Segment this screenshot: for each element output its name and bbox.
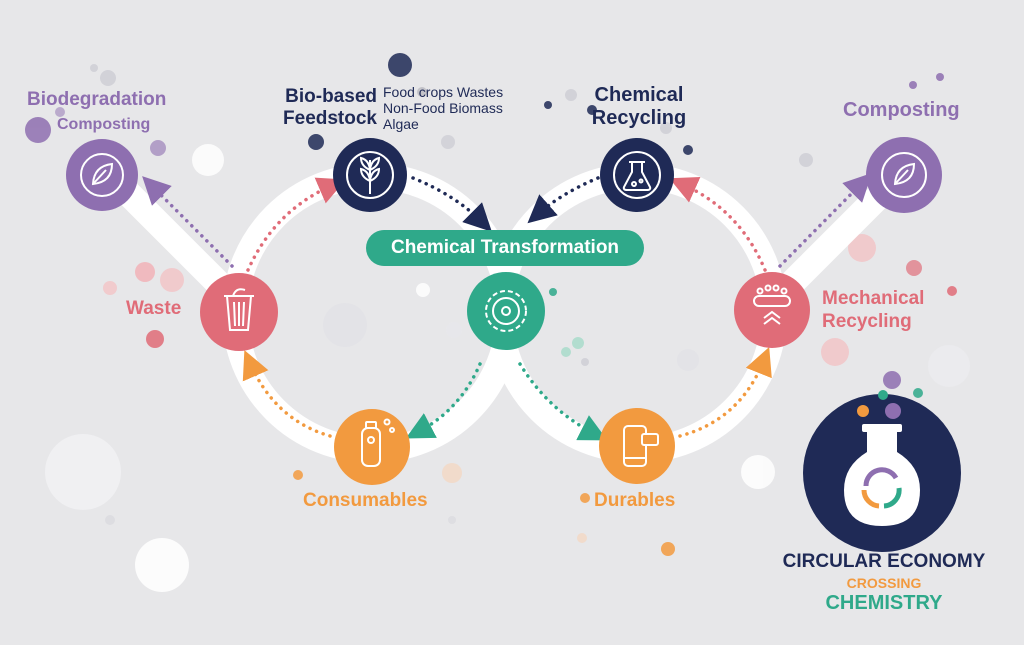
node-composting: [866, 137, 942, 213]
logo-line2: CROSSING: [846, 575, 922, 591]
chemical-transformation-label: Chemical Transformation: [366, 230, 644, 266]
chemical-recycling-label: Chemical Recycling: [584, 84, 694, 130]
leaf-compost-icon: [80, 153, 124, 197]
waste-label: Waste: [126, 298, 182, 319]
arrow-transformation-to-consumables: [405, 362, 482, 439]
trash-bin-icon: [224, 288, 254, 331]
leaf-compost-icon: [881, 152, 927, 198]
node-consumables: [334, 409, 410, 485]
arrow-feedstock-to-transformation: [411, 176, 492, 232]
composting-label: Composting: [843, 99, 960, 121]
logo-line3: CHEMISTRY: [825, 592, 943, 614]
node-transformation: [467, 272, 545, 350]
feedstock-note: Non-Food Biomass: [383, 100, 503, 116]
logo-line1: CIRCULAR ECONOMY: [782, 551, 986, 572]
chemical-recycling-label-line2: Recycling: [591, 107, 687, 129]
durables-label: Durables: [594, 490, 676, 511]
chemical-recycling-label-line1: Chemical: [594, 84, 684, 106]
smartphone-icon: [623, 425, 659, 467]
arrow-chemical-recycling-to-transformation: [527, 176, 600, 224]
arrow-waste-to-biodegradation: [142, 176, 234, 268]
arrow-durables-to-mechanical: [678, 347, 772, 438]
biodegradation-label: Biodegradation: [27, 89, 167, 110]
flask-cycle-logo-icon: [844, 424, 920, 526]
logo-emblem: [803, 390, 961, 552]
arrow-consumables-to-waste: [242, 350, 332, 438]
feedstock-label-line2: Feedstock: [283, 108, 377, 129]
wheat-icon: [346, 151, 394, 199]
node-mechanical-recycling: [734, 272, 810, 348]
arrow-waste-to-feedstock: [246, 177, 346, 272]
feedstock-label-line1: Bio-based: [285, 86, 377, 107]
feedstock-note: Algae: [383, 116, 419, 132]
arrow-mechanical-to-composting: [778, 173, 872, 268]
mechanical-recycling-label-line1: Mechanical: [822, 288, 925, 309]
mechanical-recycling-label-line2: Recycling: [822, 311, 912, 332]
biodegradation-sublabel: Composting: [57, 116, 151, 133]
feedstock-note: Food crops Wastes: [383, 84, 504, 100]
decorative-bubbles: [25, 53, 970, 592]
gear-molecule-icon: [485, 290, 527, 332]
node-biodegradation: [66, 139, 138, 211]
flask-recycle-icon: [613, 151, 661, 199]
feedstock-label: Bio-based Feedstock: [270, 86, 377, 130]
node-durables: [599, 408, 675, 484]
arrow-mechanical-to-chemical-recycling: [669, 176, 767, 272]
conveyor-icon: [753, 284, 791, 325]
feedstock-notes: Food crops Wastes Non-Food Biomass Algae: [383, 84, 503, 132]
mechanical-recycling-label: Mechanical Recycling: [822, 287, 924, 333]
flow-arrows: [142, 173, 872, 441]
node-feedstock: [333, 138, 407, 212]
node-chemical-recycling: [600, 138, 674, 212]
node-waste: [200, 273, 278, 351]
bottle-icon: [361, 418, 395, 467]
consumables-label: Consumables: [303, 490, 428, 511]
arrow-transformation-to-durables: [518, 362, 608, 441]
